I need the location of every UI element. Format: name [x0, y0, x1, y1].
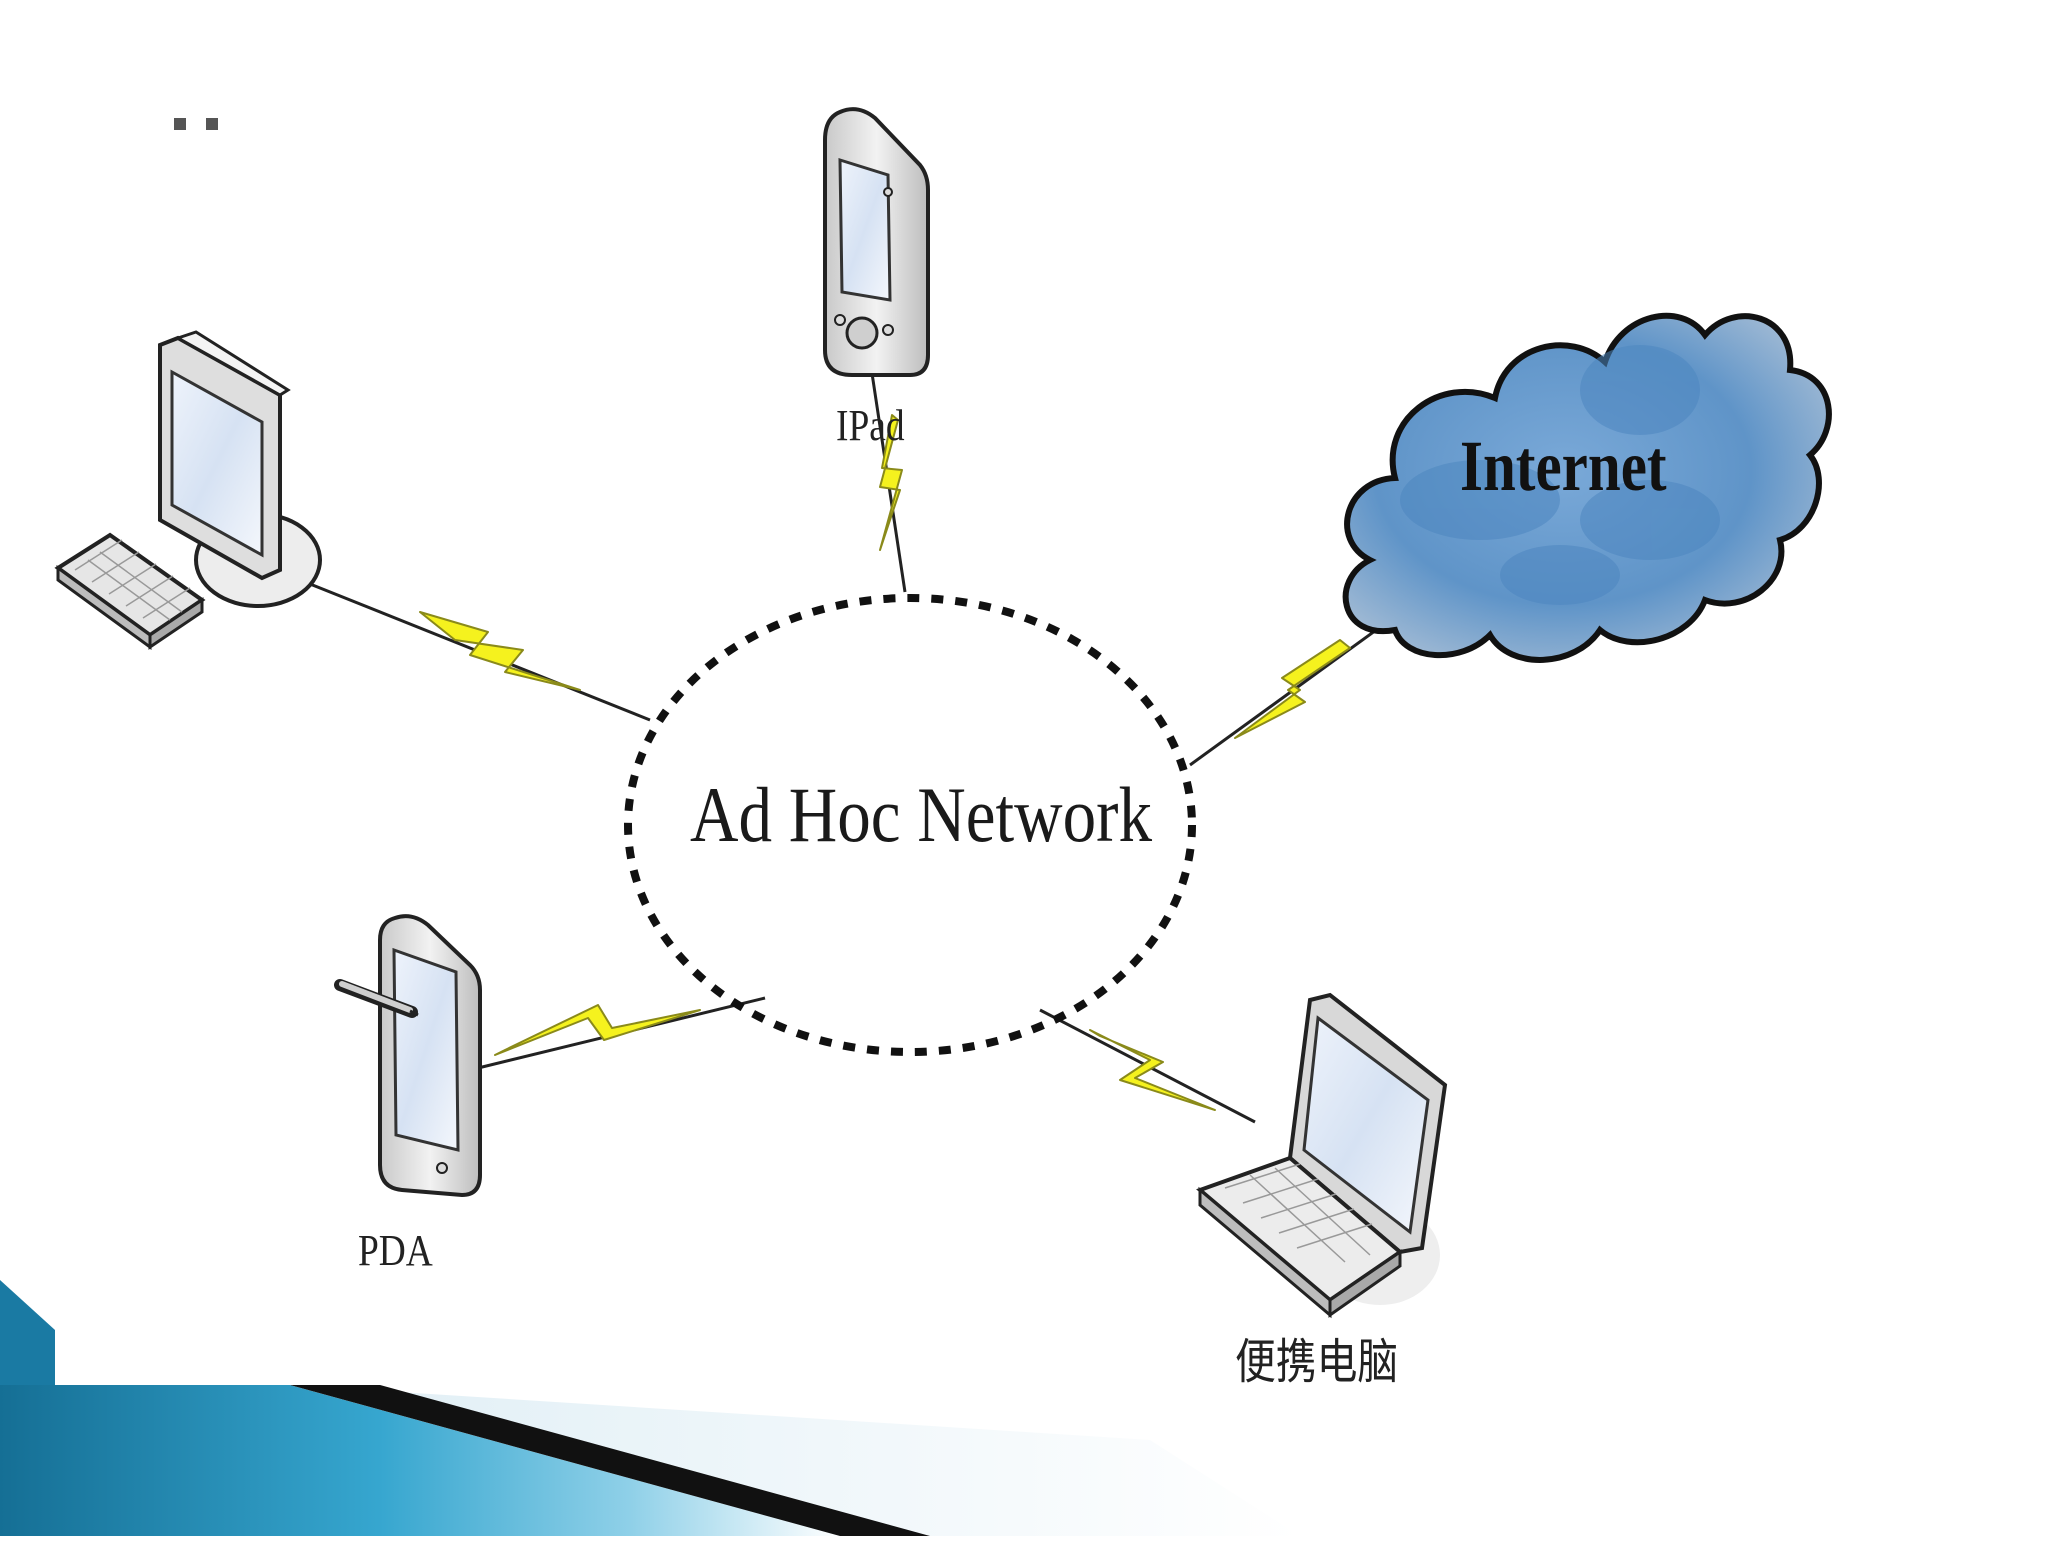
ipad-label: IPad: [836, 401, 905, 450]
ad-hoc-network-ellipse: [624, 594, 1196, 1056]
desktop-computer-icon: [54, 330, 322, 650]
bullet-marks: [174, 118, 218, 130]
internet-cloud-icon: [1342, 312, 1832, 663]
laptop-icon: [1196, 992, 1448, 1319]
pda-icon: [334, 914, 482, 1198]
pda-label: PDA: [358, 1226, 433, 1275]
wireless-link-icon: [419, 414, 1351, 1111]
laptop-label: 便携电脑: [1235, 1334, 1399, 1390]
slide-banner: [0, 1280, 1300, 1536]
ad-hoc-network-label: Ad Hoc Network: [690, 771, 1152, 858]
internet-label: Internet: [1460, 426, 1667, 506]
ipad-icon: [823, 107, 930, 377]
